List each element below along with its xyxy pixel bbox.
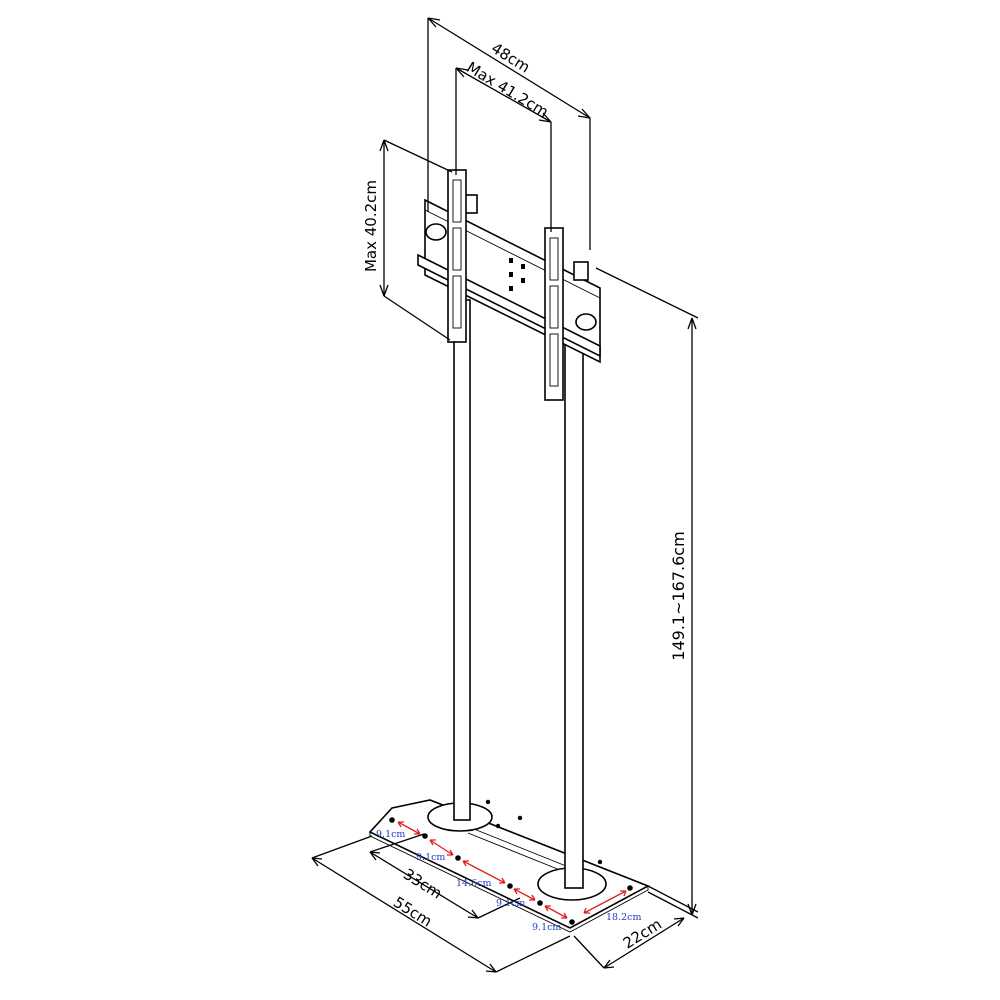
hole-spacing-label-3: 14.6cm [456, 878, 491, 889]
dimension-max-vesa-height: Max 40.2cm [362, 139, 453, 341]
hole-spacing-label-1: 9.1cm [376, 829, 405, 840]
left-pole [453, 299, 471, 821]
right-pole [564, 339, 584, 889]
hole-spacing-label-2: 9.1cm [416, 852, 445, 863]
dim-max-40-2cm-label: Max 40.2cm [362, 180, 380, 272]
base-hole-spacings: 9.1cm 9.1cm 14.6cm 9.1cm 9.1cm 18.2cm [376, 821, 641, 933]
base-hole-markers [389, 799, 633, 925]
hole-spacing-label-5: 9.1cm [532, 922, 561, 933]
left-vesa-arm [447, 169, 467, 343]
hole-spacing-label-4: 9.1cm [496, 898, 525, 909]
dim-55cm-label: 55cm [390, 893, 435, 930]
dim-height-label: 149.1~167.6cm [669, 531, 688, 660]
bracket-slots [509, 258, 525, 291]
right-vesa-arm [544, 227, 564, 401]
dimension-height: 149.1~167.6cm [595, 267, 699, 916]
hole-spacing-label-6: 18.2cm [606, 912, 641, 923]
